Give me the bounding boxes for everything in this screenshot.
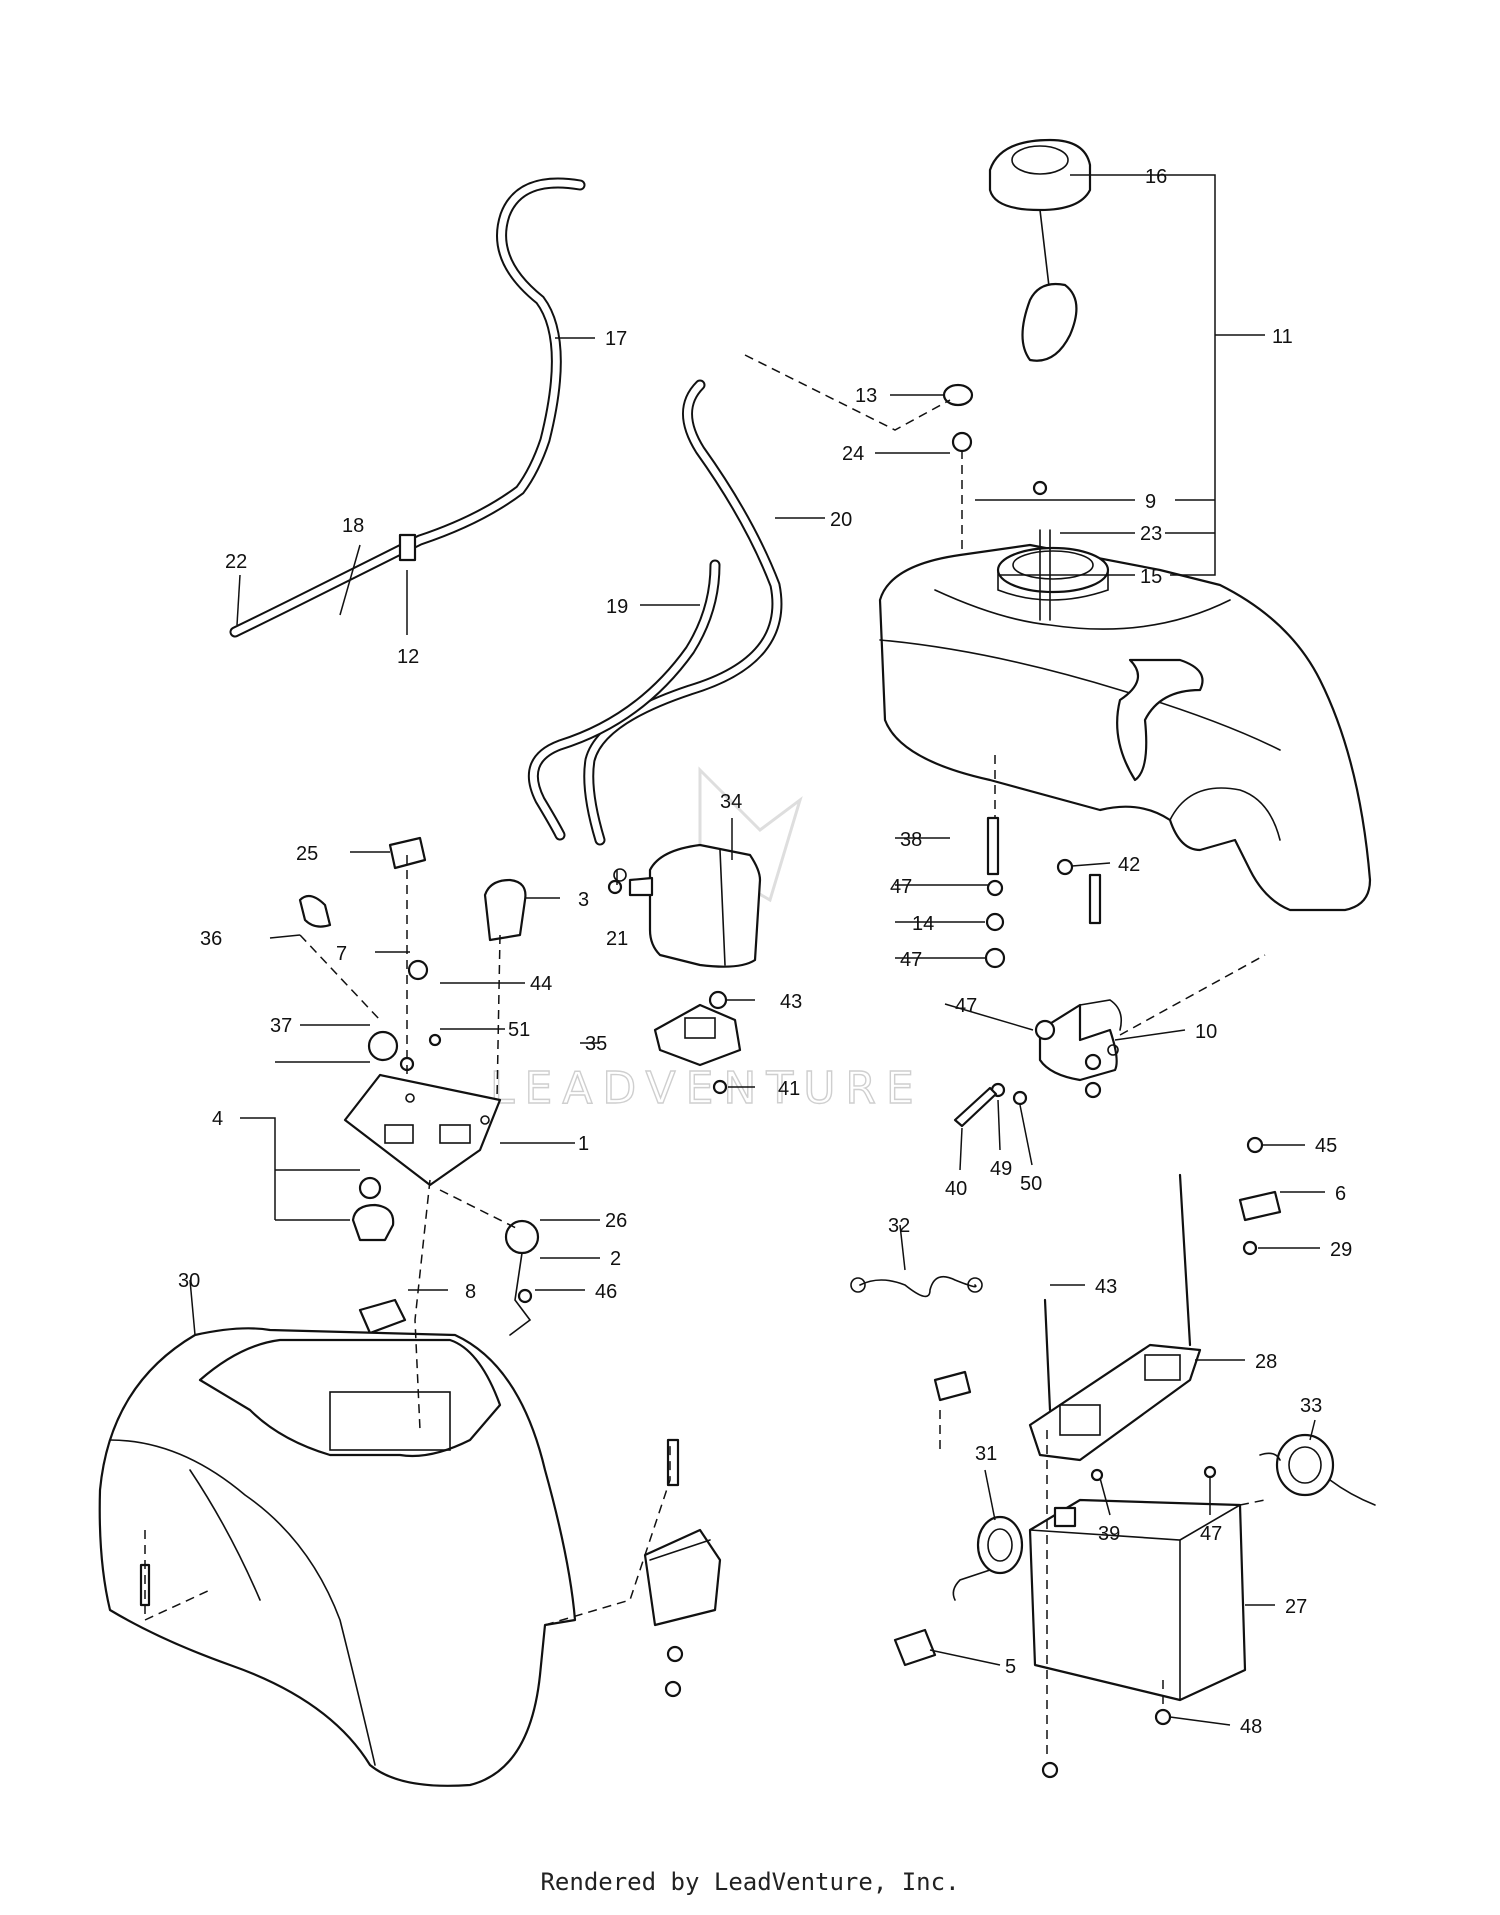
callout-16: 16 xyxy=(1145,166,1167,188)
callout-34: 34 xyxy=(720,791,742,813)
callout-31: 31 xyxy=(975,1443,997,1465)
key-36 xyxy=(298,894,332,928)
small-switches xyxy=(298,836,1282,1667)
fuel-cap xyxy=(988,138,1092,362)
callout-40: 40 xyxy=(945,1178,967,1200)
tank-bracket xyxy=(1038,999,1123,1082)
callout-12: 12 xyxy=(397,646,419,668)
battery-tray xyxy=(1028,1343,1202,1462)
callout-28: 28 xyxy=(1255,1351,1277,1373)
callout-39: 39 xyxy=(1098,1523,1120,1545)
callout-3: 3 xyxy=(578,889,589,911)
relay-8 xyxy=(358,1298,407,1335)
callout-18: 18 xyxy=(342,515,364,537)
callout-46: 46 xyxy=(595,1281,617,1303)
canister xyxy=(613,843,762,968)
hose-20 xyxy=(583,379,783,846)
control-plate xyxy=(343,1073,502,1187)
callout-32: 32 xyxy=(888,1215,910,1237)
callout-37: 37 xyxy=(270,1015,292,1037)
callout-23: 23 xyxy=(1140,523,1162,545)
watermark-text: LEADVENTURE xyxy=(490,1063,924,1114)
canister-bracket xyxy=(653,1003,742,1067)
callout-9: 9 xyxy=(1145,491,1156,513)
callout-33: 33 xyxy=(1300,1395,1322,1417)
fender xyxy=(98,1327,577,1787)
callout-47c: 47 xyxy=(955,995,977,1017)
callout-labels: 16 17 11 13 24 9 23 15 20 18 22 12 19 34… xyxy=(178,166,1352,1738)
battery xyxy=(1028,1498,1247,1702)
relay-6 xyxy=(1238,1190,1282,1222)
bolts xyxy=(139,383,1264,1779)
callout-17: 17 xyxy=(605,328,627,350)
callout-7: 7 xyxy=(336,943,347,965)
callout-42: 42 xyxy=(1118,854,1140,876)
callout-43a: 43 xyxy=(780,991,802,1013)
switch-3 xyxy=(483,878,527,942)
callout-10: 10 xyxy=(1195,1021,1217,1043)
callout-36: 36 xyxy=(200,928,222,950)
fender-bracket xyxy=(643,1528,722,1627)
callout-5: 5 xyxy=(1005,1656,1016,1678)
cables xyxy=(850,1275,1376,1601)
callout-6: 6 xyxy=(1335,1183,1346,1205)
leader-lines xyxy=(189,174,1325,1726)
callout-30: 30 xyxy=(178,1270,200,1292)
callout-47d: 47 xyxy=(1200,1523,1222,1545)
hose-19 xyxy=(527,559,721,841)
pto-knob-37 xyxy=(367,1030,399,1062)
callout-15: 15 xyxy=(1140,566,1162,588)
fuel-tank xyxy=(878,529,1372,912)
callout-38: 38 xyxy=(900,829,922,851)
ignition-switch-4 xyxy=(351,1203,395,1242)
callout-8: 8 xyxy=(465,1281,476,1303)
callout-24: 24 xyxy=(842,443,864,465)
callout-47b: 47 xyxy=(900,949,922,971)
callout-22: 22 xyxy=(225,551,247,573)
callout-35: 35 xyxy=(585,1033,607,1055)
callout-2: 2 xyxy=(610,1248,621,1270)
callout-25: 25 xyxy=(296,843,318,865)
callout-44: 44 xyxy=(530,973,552,995)
callout-49: 49 xyxy=(990,1158,1012,1180)
callout-27: 27 xyxy=(1285,1596,1307,1618)
switch-25 xyxy=(388,836,427,870)
callout-19: 19 xyxy=(606,596,628,618)
callout-41: 41 xyxy=(778,1078,800,1100)
callout-11: 11 xyxy=(1272,326,1293,348)
callout-48: 48 xyxy=(1240,1716,1262,1738)
callout-4: 4 xyxy=(212,1108,223,1130)
callout-21: 21 xyxy=(606,928,628,950)
callout-26: 26 xyxy=(605,1210,627,1232)
callout-47a: 47 xyxy=(890,876,912,898)
callout-20: 20 xyxy=(830,509,852,531)
footer-credit: Rendered by LeadVenture, Inc. xyxy=(540,1868,960,1896)
callout-14: 14 xyxy=(912,913,934,935)
callout-50: 50 xyxy=(1020,1173,1042,1195)
callout-51: 51 xyxy=(508,1019,530,1041)
callout-43b: 43 xyxy=(1095,1276,1117,1298)
dashed-lines xyxy=(144,354,1266,1760)
callout-13: 13 xyxy=(855,385,877,407)
hose-17-18 xyxy=(229,177,586,638)
relay-5 xyxy=(893,1628,937,1667)
callout-45: 45 xyxy=(1315,1135,1337,1157)
callout-29: 29 xyxy=(1330,1239,1352,1261)
callout-1: 1 xyxy=(578,1133,589,1155)
